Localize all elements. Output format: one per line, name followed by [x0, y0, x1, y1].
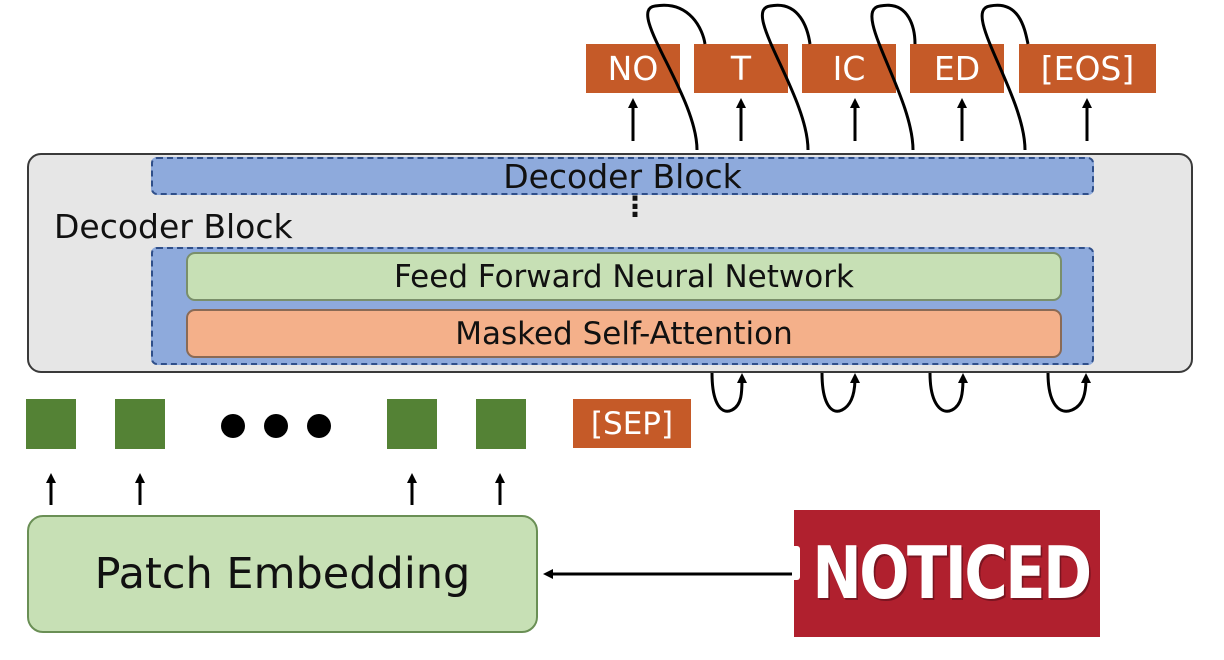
feedback-loop-bottom-3: [928, 372, 968, 413]
patch-token-4: [476, 399, 526, 449]
feedback-loop-bottom-4: [1046, 372, 1091, 413]
feed-forward-label: Feed Forward Neural Network: [394, 258, 854, 295]
feedback-loop-top-4: [980, 3, 1030, 151]
output-token-4: ED: [910, 44, 1004, 93]
ellipsis-dot-2: [264, 414, 288, 438]
masked-self-attention-layer: Masked Self-Attention: [186, 309, 1062, 358]
decoder-block-top-label: Decoder Block: [503, 156, 742, 196]
patch-embedding-block: Patch Embedding: [27, 515, 538, 633]
output-token-2: T: [694, 44, 788, 93]
feed-forward-layer: Feed Forward Neural Network: [186, 252, 1062, 301]
patch-embedding-label: Patch Embedding: [94, 549, 471, 599]
decoder-stack-label: Decoder Block: [54, 207, 293, 246]
patch-token-3: [387, 399, 437, 449]
feedback-loop-top-2: [761, 3, 812, 151]
ellipsis-dot-3: [307, 414, 331, 438]
output-token-1: NO: [586, 44, 680, 93]
sep-token: [SEP]: [573, 399, 691, 448]
decoder-block-top: Decoder Block: [151, 156, 1094, 196]
patch-token-1: [26, 399, 76, 449]
output-token-5: [EOS]: [1019, 44, 1156, 93]
output-token-3: IC: [802, 44, 896, 93]
feedback-loop-bottom-2: [820, 372, 860, 413]
image-letter-fragment: [794, 546, 800, 580]
input-word-image: NOTICED: [794, 510, 1100, 637]
patch-token-2: [115, 399, 165, 449]
input-image-text: NOTICED: [812, 531, 1092, 615]
masked-self-attention-label: Masked Self-Attention: [455, 315, 793, 352]
ellipsis-dot-1: [221, 414, 245, 438]
feedback-loop-bottom-1: [710, 372, 747, 413]
feedback-loop-top-1: [646, 3, 707, 151]
feedback-loop-top-3: [870, 3, 917, 151]
